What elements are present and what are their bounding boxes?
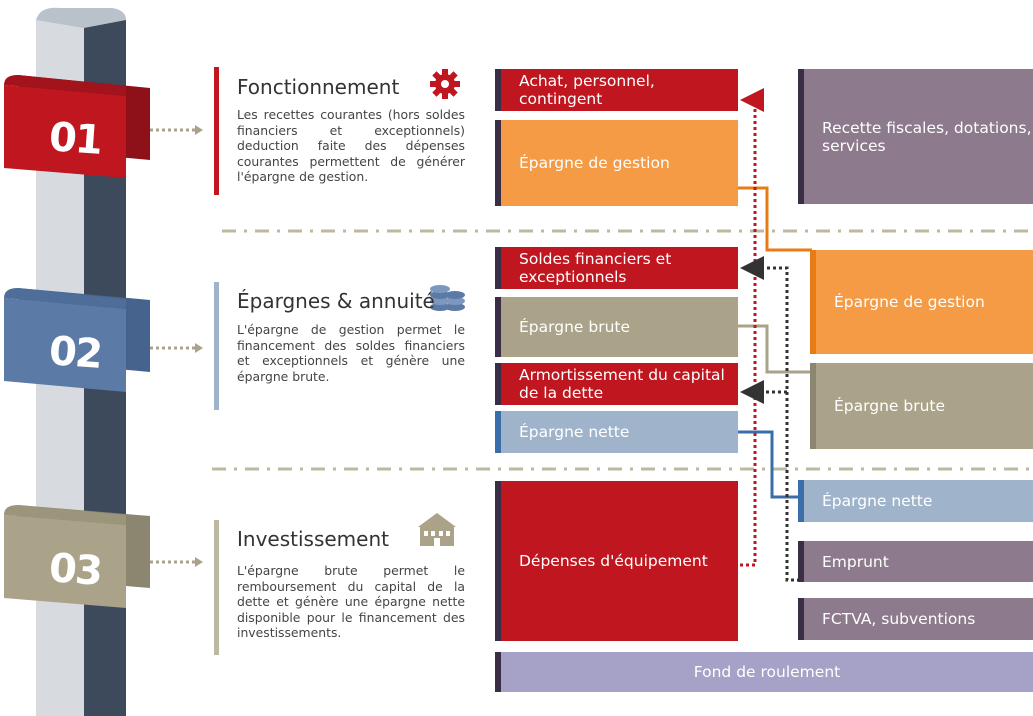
step-01-title: Fonctionnement bbox=[237, 75, 400, 99]
step-01-bar bbox=[214, 67, 219, 195]
ring-01 bbox=[4, 75, 150, 178]
block-epargne-nette-right: Épargne nette bbox=[798, 480, 1033, 522]
step-02-title: Épargnes & annuité bbox=[237, 289, 435, 313]
block-epargne-brute-left: Épargne brute bbox=[495, 297, 738, 357]
step-01-description: Les recettes courantes (hors soldes fina… bbox=[237, 107, 465, 185]
block-achat: Achat, personnel, contingent bbox=[495, 69, 738, 111]
ring-03 bbox=[4, 505, 150, 608]
dark-dotted-loop-a bbox=[740, 256, 800, 582]
block-epargne-nette-left: Épargne nette bbox=[495, 411, 738, 453]
red-dotted-loop bbox=[740, 88, 764, 567]
block-soldes: Soldes financiers et exceptionnels bbox=[495, 247, 738, 289]
step-03-bar bbox=[214, 520, 219, 655]
connector-epargne-nette bbox=[738, 430, 800, 499]
connector-epargne-gestion bbox=[738, 186, 812, 252]
step-03-title: Investissement bbox=[237, 527, 389, 551]
coins-icon bbox=[430, 285, 465, 311]
step-03-description: L'épargne brute permet le remboursement … bbox=[237, 563, 465, 641]
block-armortissement: Armortissement du capital de la dette bbox=[495, 363, 738, 405]
block-fond-de-roulement: Fond de roulement bbox=[495, 652, 1033, 692]
block-recette: Recette fiscales, dotations, services bbox=[798, 69, 1033, 204]
block-depenses: Dépenses d'équipement bbox=[495, 481, 738, 641]
block-epargne-gestion-left: Épargne de gestion bbox=[495, 120, 738, 206]
block-emprunt: Emprunt bbox=[798, 541, 1033, 582]
block-fctva: FCTVA, subventions bbox=[798, 598, 1033, 640]
block-epargne-brute-right: Épargne brute bbox=[810, 363, 1033, 449]
step-02-bar bbox=[214, 282, 219, 410]
ring-02 bbox=[4, 288, 150, 392]
gear-icon bbox=[430, 69, 460, 99]
connector-epargne-brute bbox=[738, 324, 812, 374]
step-02-description: L'épargne de gestion permet le financeme… bbox=[237, 322, 465, 384]
block-epargne-gestion-right: Épargne de gestion bbox=[810, 250, 1033, 354]
building-icon bbox=[418, 513, 456, 546]
